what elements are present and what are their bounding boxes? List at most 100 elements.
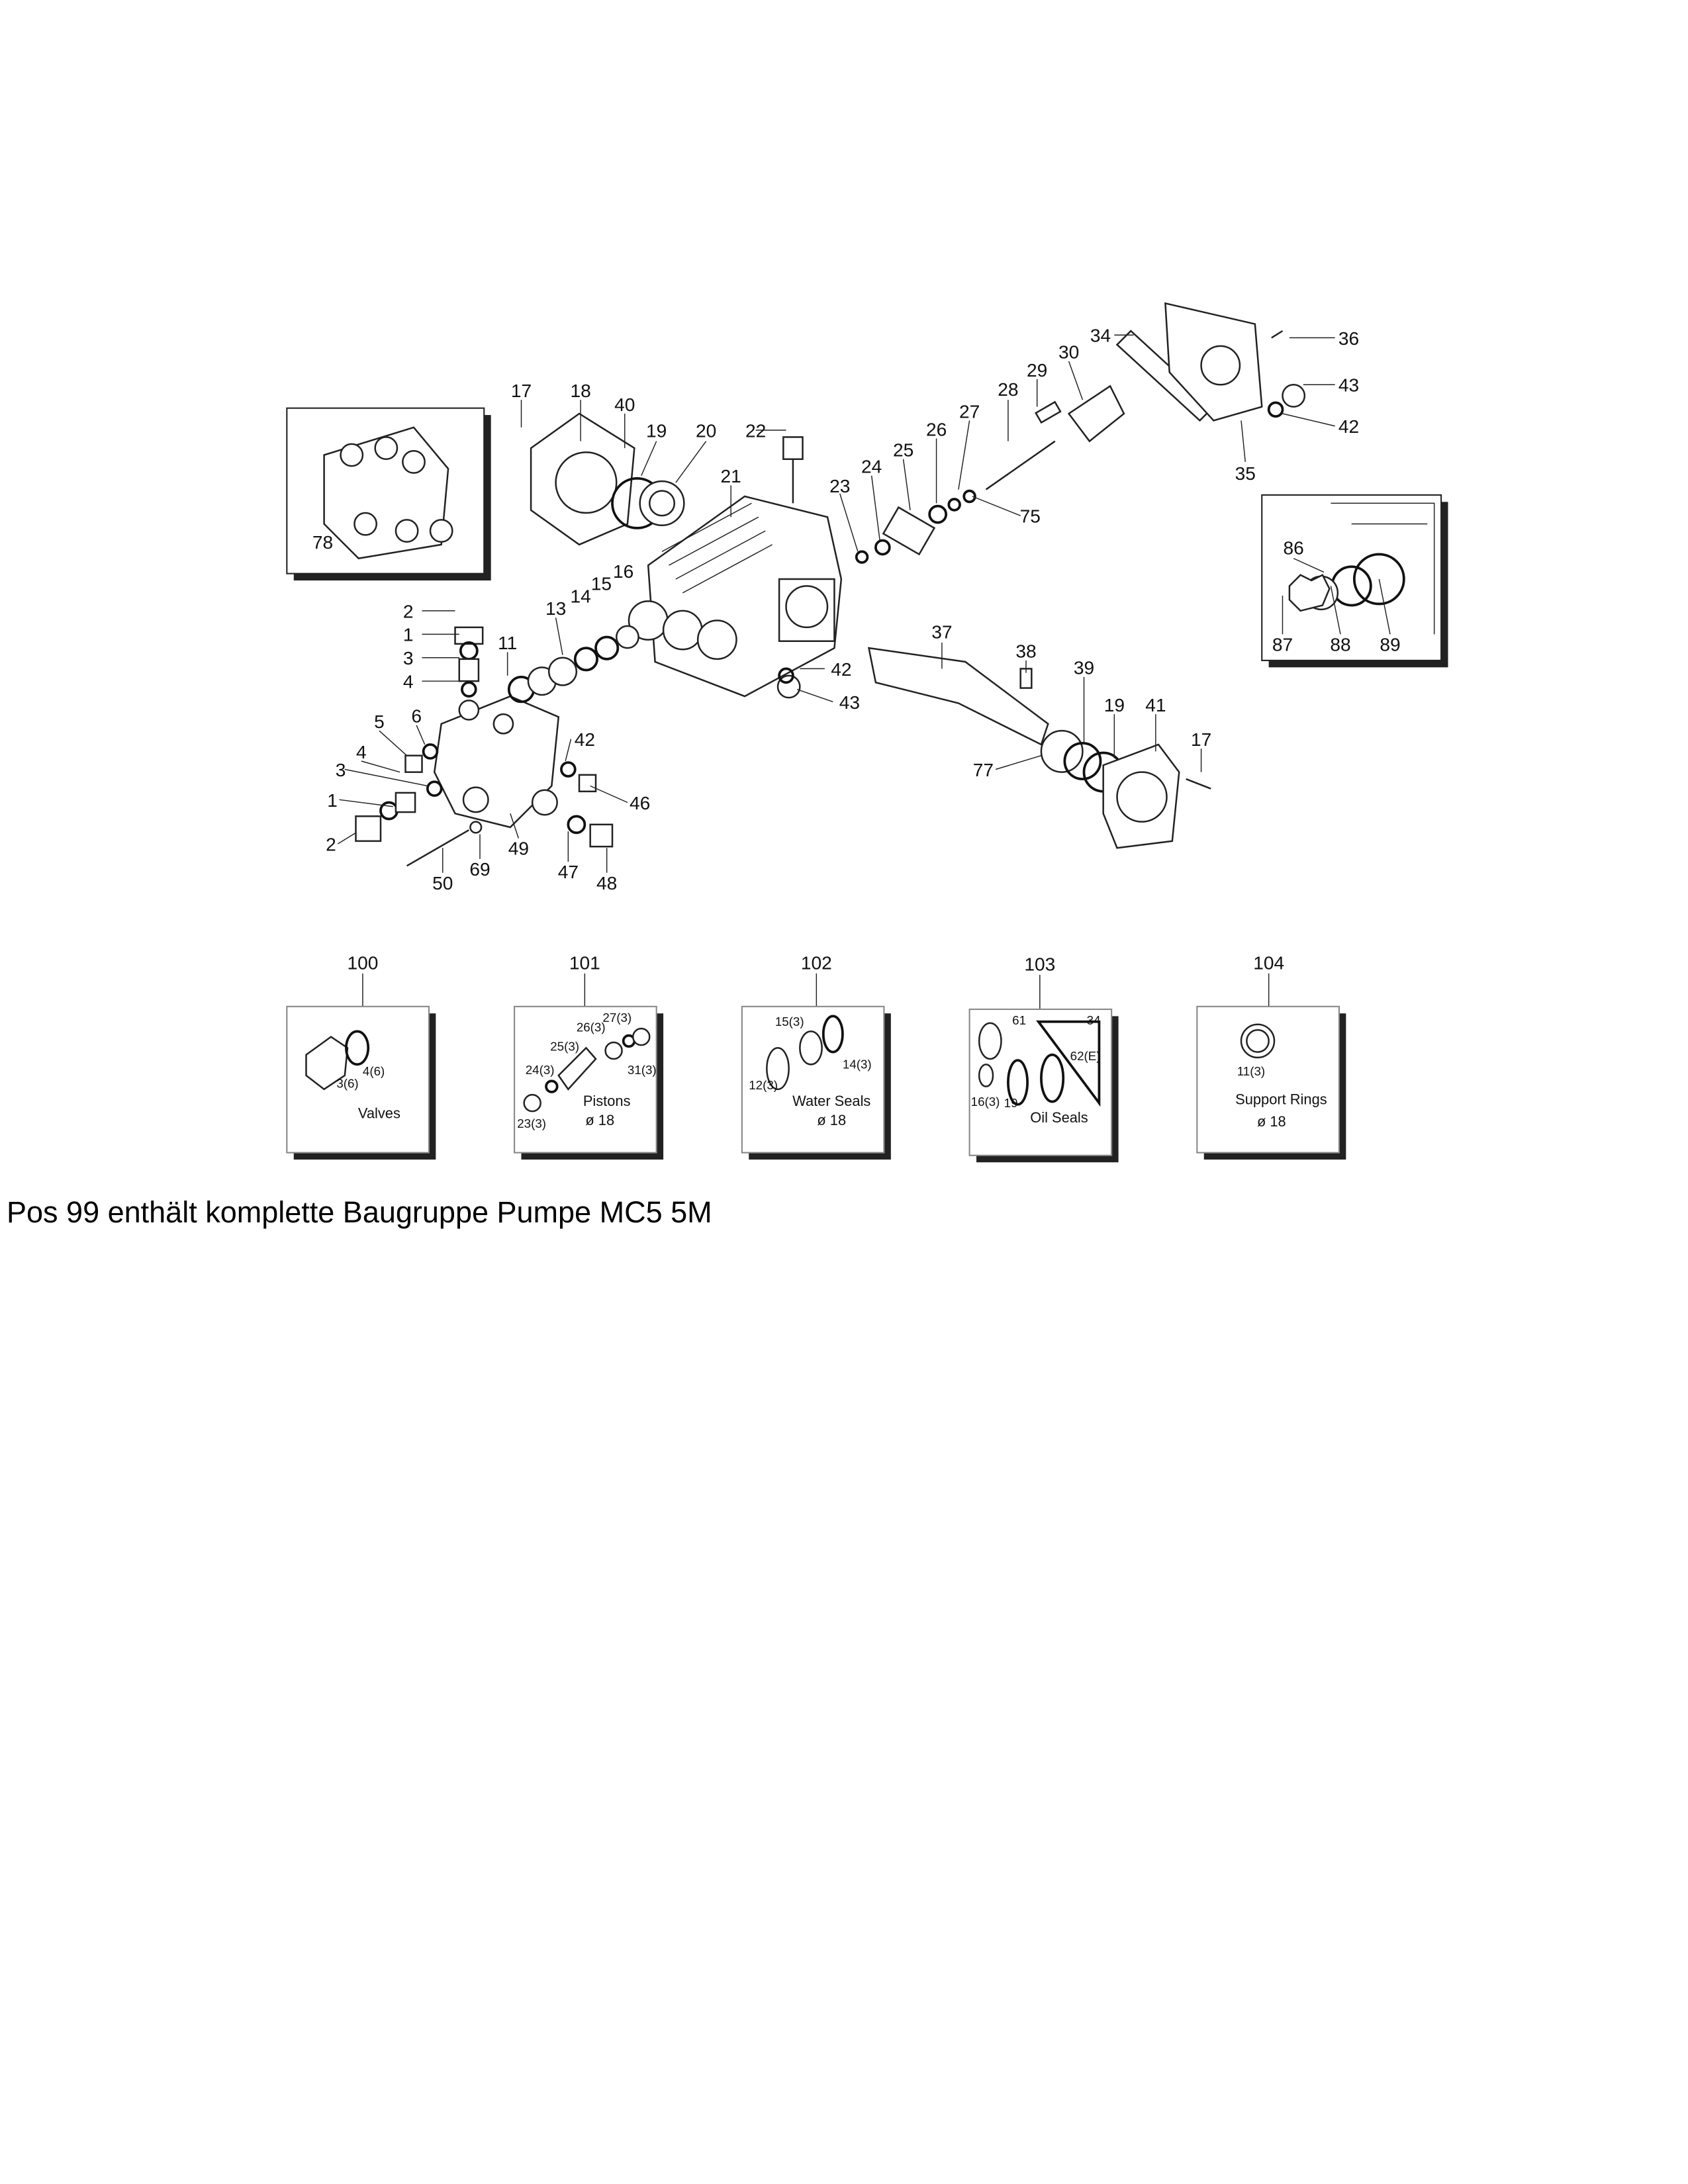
kit-part: 16(3): [971, 1095, 1000, 1109]
kit-part: 4(6): [363, 1064, 385, 1078]
callout-42: 42: [1338, 416, 1359, 437]
callout-42: 42: [575, 729, 595, 750]
callout-4: 4: [403, 672, 414, 692]
callout-16: 16: [613, 561, 633, 582]
kit-part: 19: [1004, 1096, 1018, 1110]
callout-18: 18: [570, 381, 590, 401]
kit-part: 11(3): [1237, 1064, 1265, 1078]
pump-head: [355, 626, 614, 867]
callout-46: 46: [630, 793, 650, 813]
callout-39: 39: [1074, 658, 1094, 678]
kit-number: 100: [347, 953, 378, 974]
callout-41: 41: [1145, 695, 1166, 715]
callout-36: 36: [1338, 328, 1359, 349]
kit-part: 25(3): [550, 1040, 579, 1054]
callout-17: 17: [1191, 729, 1211, 750]
callout-19: 19: [1104, 695, 1125, 715]
kit-number: 101: [569, 953, 600, 974]
kit-part: 31(3): [628, 1063, 657, 1077]
kit-size: ø 18: [585, 1112, 614, 1128]
kit-103-oil-seals: 103 61 34 62(E) 16(3) 19 Oil Seals: [968, 954, 1119, 1163]
callout-20: 20: [696, 420, 716, 441]
kit-part: 62(E): [1070, 1049, 1101, 1063]
callout-49: 49: [508, 839, 529, 859]
callout-3: 3: [336, 760, 346, 780]
callout-28: 28: [998, 379, 1018, 400]
callout-15: 15: [591, 574, 612, 594]
kit-title: Oil Seals: [1030, 1109, 1088, 1126]
kit-101-pistons: 101 27(3) 26(3) 25(3) 24(3) 31(3) 23(3) …: [514, 953, 664, 1160]
callout-38: 38: [1015, 641, 1036, 662]
leader-lines: [338, 334, 1391, 1011]
callout-25: 25: [893, 440, 914, 461]
callout-69: 69: [469, 859, 490, 880]
callout-17: 17: [511, 381, 532, 401]
kit-part: 24(3): [526, 1063, 555, 1077]
callout-48: 48: [596, 873, 617, 893]
callout-21: 21: [721, 466, 741, 486]
front-flange: [530, 412, 685, 546]
callout-1: 1: [327, 790, 338, 811]
callout-26: 26: [926, 419, 947, 439]
kit-title: Water Seals: [792, 1093, 870, 1109]
callout-88: 88: [1330, 634, 1350, 655]
inset-cover-seals: [1261, 494, 1448, 668]
callout-14: 14: [570, 586, 590, 606]
callout-87: 87: [1272, 634, 1293, 655]
seal-stack: [507, 625, 639, 704]
kit-size: ø 18: [1257, 1113, 1286, 1130]
callout-23: 23: [829, 476, 850, 496]
callout-19: 19: [646, 420, 667, 441]
callout-2: 2: [403, 601, 414, 621]
kit-title: Pistons: [583, 1093, 631, 1109]
kit-part: 14(3): [843, 1058, 872, 1071]
kit-part: 3(6): [336, 1077, 358, 1091]
kit-number: 103: [1024, 954, 1055, 975]
callout-11: 11: [498, 633, 517, 653]
kit-part: 27(3): [602, 1011, 632, 1024]
kit-number: 102: [801, 953, 832, 974]
kit-part: 61: [1012, 1013, 1026, 1027]
callout-43: 43: [839, 692, 860, 713]
callout-75: 75: [1020, 506, 1041, 527]
kit-102-water-seals: 102 15(3) 14(3) 12(3) Water Seals ø 18: [741, 953, 891, 1160]
kit-number: 104: [1253, 953, 1284, 974]
callout-43: 43: [1338, 375, 1359, 396]
callout-29: 29: [1027, 360, 1047, 381]
callout-24: 24: [861, 457, 882, 477]
kit-part: 15(3): [775, 1015, 804, 1028]
callout-34: 34: [1090, 326, 1111, 346]
callout-2: 2: [326, 834, 336, 854]
callout-47: 47: [558, 862, 579, 882]
callout-27: 27: [959, 401, 980, 422]
callout-5: 5: [374, 711, 385, 732]
kit-part: 12(3): [749, 1078, 778, 1092]
callout-6: 6: [411, 706, 422, 727]
callout-40: 40: [614, 394, 635, 415]
callout-13: 13: [545, 598, 566, 619]
part-callouts: 17 18 40 19 20 22 21 23 24 25 26 27 28 2…: [312, 326, 1401, 893]
callout-37: 37: [931, 622, 952, 643]
callout-89: 89: [1380, 634, 1400, 655]
callout-50: 50: [432, 873, 453, 893]
kit-title: Valves: [358, 1105, 400, 1122]
kit-100-valves: 100 4(6) 3(6) Valves: [286, 953, 436, 1160]
callout-86: 86: [1284, 538, 1304, 559]
callout-30: 30: [1058, 342, 1079, 363]
callout-35: 35: [1235, 463, 1256, 484]
crankshaft: [776, 647, 1211, 849]
callout-78: 78: [312, 532, 333, 553]
callout-22: 22: [745, 420, 766, 441]
kit-part: 26(3): [577, 1020, 606, 1034]
footer-note: Pos 99 enthält komplette Baugruppe Pumpe…: [7, 1195, 712, 1229]
kit-part: 34: [1087, 1013, 1101, 1027]
crankcase: [628, 495, 843, 698]
callout-4: 4: [356, 742, 367, 762]
kit-part: 23(3): [517, 1116, 546, 1130]
callout-77: 77: [973, 760, 994, 780]
kit-title: Support Rings: [1235, 1091, 1327, 1108]
kit-size: ø 18: [817, 1112, 846, 1128]
rear-parts: [782, 302, 1306, 564]
kit-104-support-rings: 104 11(3) Support Rings ø 18: [1196, 953, 1346, 1160]
